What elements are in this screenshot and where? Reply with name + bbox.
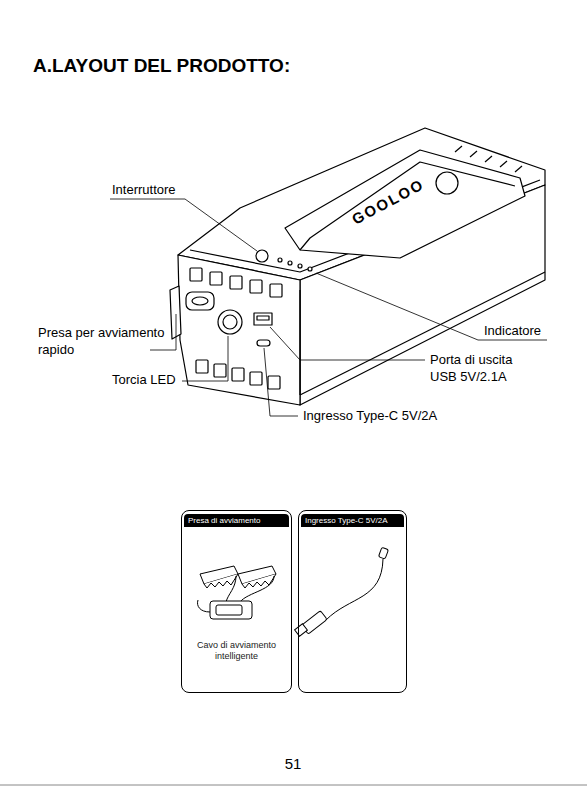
leader-line: [110, 199, 547, 416]
part-label: Interruttore: [112, 182, 176, 197]
jump-starter-body: [500, 161, 507, 167]
jump-starter-body: [218, 310, 242, 334]
clamp-cable-drawing: [240, 576, 274, 602]
jump-starter-body: [455, 146, 462, 152]
jump-starter-body: [299, 290, 300, 395]
part-label: Presa per avviamento rapido: [38, 324, 178, 358]
jump-starter-body: [250, 280, 262, 293]
jump-starter-body: [470, 151, 477, 157]
jump-starter-body: [436, 172, 458, 194]
jump-starter-body: [268, 376, 280, 389]
page-rule: [0, 785, 587, 786]
jump-starter-body: [214, 364, 226, 377]
jump-starter-body: [485, 156, 492, 162]
jump-starter-body: [250, 372, 262, 385]
jump-starter-body: [308, 267, 312, 271]
jump-starter-body: [285, 150, 525, 258]
leader-line: [110, 199, 257, 251]
jump-starter-body: [170, 128, 545, 405]
jump-starter-body: [298, 264, 302, 268]
type-c-cable-drawing: [295, 624, 308, 636]
page-number: 51: [263, 755, 323, 772]
jump-starter-body: [192, 297, 208, 305]
box-header: Presa di avviamento: [184, 514, 289, 527]
jump-starter-body: [257, 316, 269, 320]
jump-starter-body: [223, 315, 237, 329]
jump-starter-body: [232, 368, 244, 381]
clamp-cable-drawing: [216, 605, 242, 615]
clamp-cable-drawing: [198, 566, 277, 619]
accessory-box: Presa di avviamentoCavo di avviamento in…: [181, 510, 292, 693]
page-rule: [0, 785, 587, 786]
page-title: A.LAYOUT DEL PRODOTTO:: [33, 55, 290, 77]
accessory-box: Ingresso Type-C 5V/2A: [298, 510, 407, 693]
jump-starter-body: [230, 276, 242, 289]
leader-line: [270, 327, 425, 360]
leader-line: [182, 336, 228, 381]
clamp-cable-drawing: [210, 601, 252, 619]
jump-starter-body: [210, 272, 222, 285]
part-label: Indicatore: [484, 323, 541, 338]
part-label: Ingresso Type-C 5V/2A: [303, 408, 437, 423]
jump-starter-body: [254, 313, 272, 325]
type-c-cable-drawing: [378, 547, 388, 559]
jump-starter-body: [196, 360, 208, 373]
clamp-cable-drawing: [204, 574, 238, 588]
jump-starter-body: [300, 272, 545, 395]
jump-starter-body: [515, 166, 522, 172]
box-caption: Cavo di avviamento intelligente: [192, 640, 282, 662]
part-label: Torcia LED: [112, 372, 176, 387]
jump-starter-body: [170, 286, 181, 339]
jump-starter-body: [190, 268, 202, 281]
jump-starter-body: [288, 261, 292, 265]
jump-starter-body: [178, 255, 300, 405]
clamp-cable-drawing: [198, 600, 211, 612]
clamp-cable-drawing: [242, 574, 276, 588]
jump-starter-body: [257, 340, 270, 346]
clamp-cable-drawing: [226, 576, 236, 602]
leader-line: [264, 348, 298, 416]
jump-starter-body: [256, 250, 268, 262]
leader-line: [316, 273, 547, 340]
type-c-cable-drawing: [326, 559, 383, 620]
part-label: Porta di uscita USB 5V/2.1A: [430, 351, 535, 385]
type-c-cable-drawing: [295, 547, 389, 636]
jump-starter-body: [270, 284, 282, 297]
jump-starter-body: [300, 162, 515, 250]
jump-starter-body: [186, 292, 214, 310]
jump-starter-body: [278, 258, 282, 262]
box-header: Ingresso Type-C 5V/2A: [301, 514, 404, 527]
